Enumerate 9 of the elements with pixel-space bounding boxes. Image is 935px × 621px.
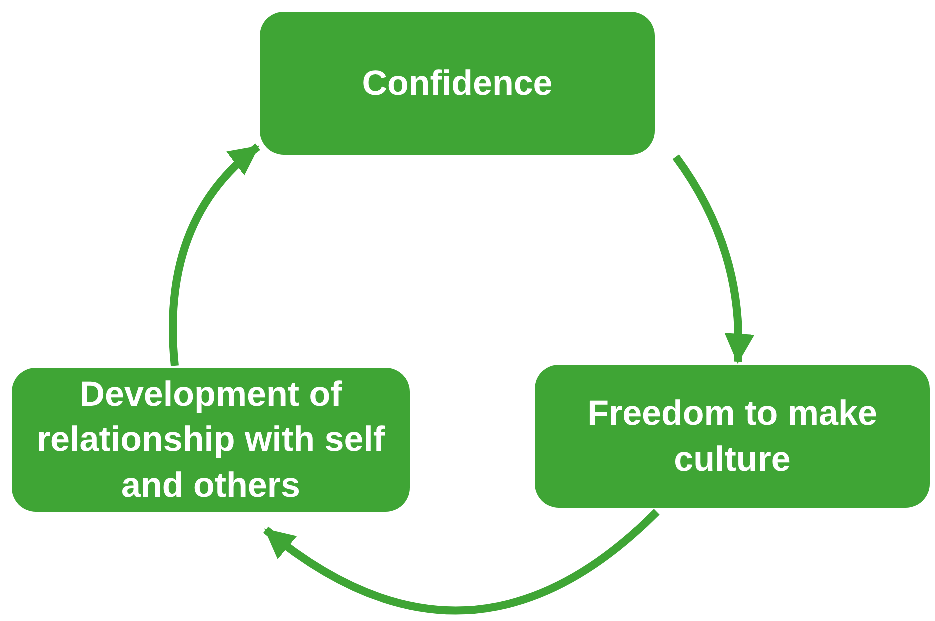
- curved-arrow: [169, 144, 261, 366]
- process-box: [535, 365, 930, 508]
- box-label: Freedom to make culture: [586, 393, 878, 480]
- process-box: [12, 368, 410, 512]
- process-box: [260, 12, 655, 155]
- curved-arrow: [264, 509, 660, 614]
- curved-arrow: [672, 154, 754, 364]
- box-label: Confidence: [362, 62, 553, 105]
- box-label: Development of relationship with self and others: [36, 374, 386, 507]
